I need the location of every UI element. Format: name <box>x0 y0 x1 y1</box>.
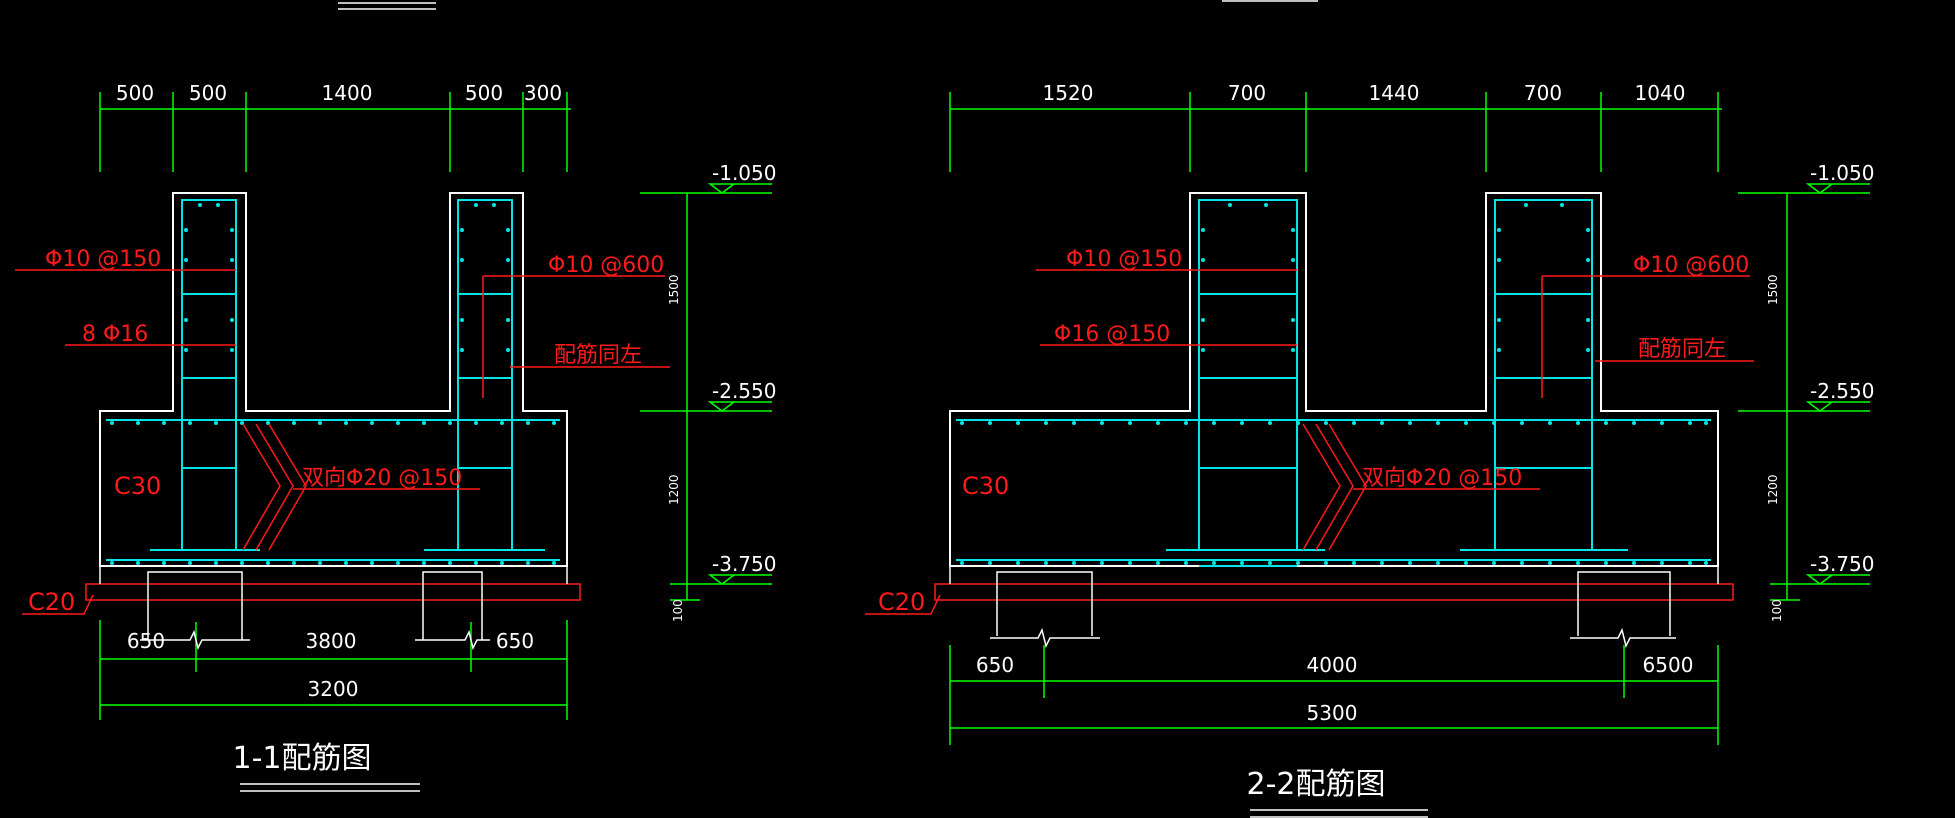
section-title: 2-2配筋图 <box>1247 767 1386 802</box>
top-dimension-line <box>99 92 571 172</box>
rebar-cage-right <box>1460 199 1628 551</box>
slab-rebar <box>956 419 1711 561</box>
top-dim-5: 300 <box>524 81 562 105</box>
annotation-leaders <box>865 269 1754 615</box>
section-1-1: 500 500 1400 500 300 <box>15 81 776 792</box>
slab-rebar <box>106 419 560 561</box>
title-underline <box>240 783 420 792</box>
rebar-cage-left <box>150 199 260 551</box>
elevation-dimension <box>640 183 772 601</box>
top-remnants <box>338 0 1318 10</box>
top-dim-5: 1040 <box>1635 81 1686 105</box>
label-same-as-left: 配筋同左 <box>1638 337 1726 362</box>
bottom-dimension-lines <box>99 620 568 720</box>
elevation-dimension <box>1738 183 1870 601</box>
vert-dim-1: 1500 <box>667 274 681 305</box>
section-2-2: 1520 700 1440 700 1040 <box>865 81 1874 818</box>
rebar-cage-left <box>1166 199 1325 567</box>
top-dim-3: 1400 <box>322 81 373 105</box>
level-mid: -2.550 <box>712 379 776 403</box>
top-dim-1: 500 <box>116 81 154 105</box>
bottom-dim-right: 650 <box>496 629 534 653</box>
pile-caps <box>147 571 483 640</box>
total-dim: 5300 <box>1307 701 1358 725</box>
level-top: -1.050 <box>1810 161 1874 185</box>
label-stirrup-right: Φ10 @600 <box>548 253 664 278</box>
c20-bedding-layer <box>85 583 581 601</box>
pile-caps <box>996 571 1671 636</box>
vert-dim-3: 100 <box>671 599 685 622</box>
c20-bedding-layer <box>934 583 1734 601</box>
vert-dim-1: 1500 <box>1766 274 1780 305</box>
bottom-dim-mid: 4000 <box>1307 653 1358 677</box>
label-same-as-left: 配筋同左 <box>554 343 642 368</box>
title-underline <box>1250 809 1428 818</box>
label-c30: C30 <box>114 472 161 500</box>
top-dim-4: 500 <box>465 81 503 105</box>
vert-dim-2: 1200 <box>1766 474 1780 505</box>
rebar-cage-right <box>424 199 545 551</box>
section-title: 1-1配筋图 <box>233 741 372 776</box>
level-top: -1.050 <box>712 161 776 185</box>
top-dim-1: 1520 <box>1043 81 1094 105</box>
concrete-outline <box>99 192 568 567</box>
rebar-dots <box>110 203 556 565</box>
bottom-dim-right: 6500 <box>1643 653 1694 677</box>
bottom-break-lines <box>990 627 1676 649</box>
level-bottom: -3.750 <box>712 552 776 576</box>
label-long-bars: 8 Φ16 <box>82 322 148 347</box>
label-slab-bars: 双向Φ20 @150 <box>302 466 462 491</box>
level-mid: -2.550 <box>1810 379 1874 403</box>
label-stirrup: Φ10 @150 <box>45 247 161 272</box>
vert-dim-3: 100 <box>1770 599 1784 622</box>
top-dim-4: 700 <box>1524 81 1562 105</box>
annotation-leaders <box>15 269 670 615</box>
label-slab-bars: 双向Φ20 @150 <box>1362 466 1522 491</box>
bottom-dim-left: 650 <box>976 653 1014 677</box>
top-dim-2: 700 <box>1228 81 1266 105</box>
total-dim: 3200 <box>308 677 359 701</box>
rebar-dots <box>960 203 1708 565</box>
top-dimension-line <box>949 92 1722 172</box>
vert-dim-2: 1200 <box>667 474 681 505</box>
bottom-dimension-lines <box>949 645 1719 745</box>
label-long-bars: Φ16 @150 <box>1054 322 1170 347</box>
top-dim-2: 500 <box>189 81 227 105</box>
label-stirrup-right: Φ10 @600 <box>1633 253 1749 278</box>
top-dim-3: 1440 <box>1369 81 1420 105</box>
label-c20: C20 <box>28 588 75 616</box>
bottom-break-lines <box>140 629 490 651</box>
level-bottom: -3.750 <box>1810 552 1874 576</box>
bottom-dim-mid: 3800 <box>306 629 357 653</box>
bottom-dim-left: 650 <box>127 629 165 653</box>
label-c20: C20 <box>878 588 925 616</box>
label-stirrup: Φ10 @150 <box>1066 247 1182 272</box>
label-c30: C30 <box>962 472 1009 500</box>
